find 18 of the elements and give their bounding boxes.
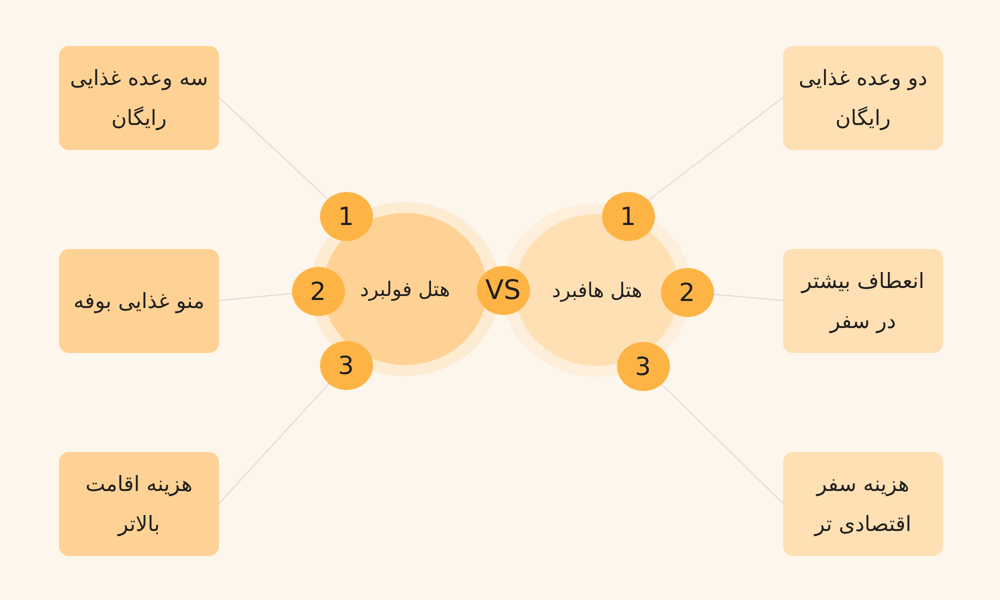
number-circle: 1: [602, 192, 654, 240]
connector-line: [648, 97, 784, 201]
text-box: انعطاف بیشتر در سفر: [783, 248, 943, 352]
number-circle: 2: [292, 266, 344, 316]
connector-line: [712, 294, 784, 301]
connector-line: [218, 293, 292, 301]
connector-line: [218, 97, 328, 200]
text-box: سه وعده غذایی رایگان: [59, 46, 219, 150]
number-circle: 3: [320, 340, 372, 390]
connector-line: [660, 383, 784, 504]
number-circle: 2: [660, 268, 714, 316]
text-box: هزینه اقامت بالاتر: [59, 452, 219, 556]
text-box: منو غذایی بوفه: [59, 248, 219, 352]
text-box: دو وعده غذایی رایگان: [783, 46, 943, 150]
connector-line: [218, 383, 330, 504]
number-circle: 1: [320, 192, 372, 240]
number-circle: 3: [616, 342, 670, 390]
text-box: هزینه سفر اقتصادی تر: [783, 452, 943, 556]
